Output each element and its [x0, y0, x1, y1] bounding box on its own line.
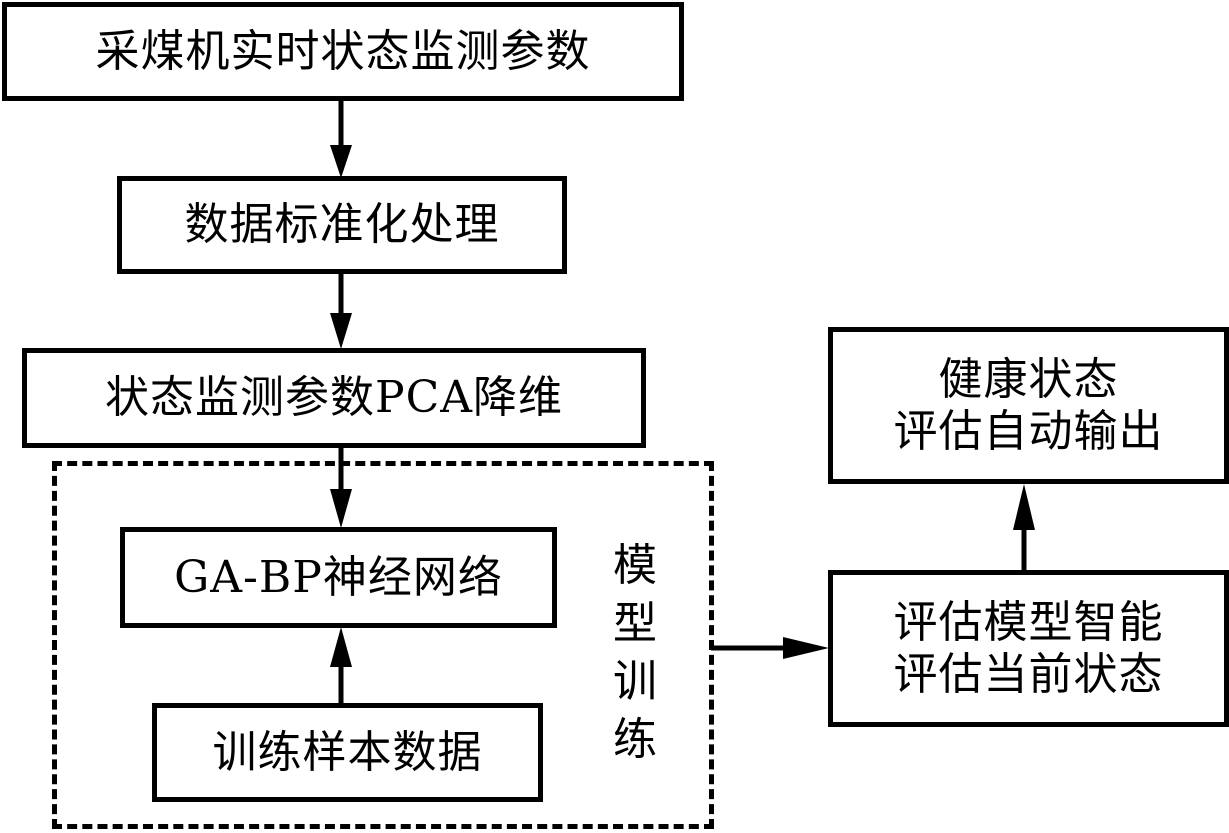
- node-gabp: GA-BP神经网络: [120, 527, 557, 628]
- node-training-data: 训练样本数据: [152, 703, 543, 802]
- arrow-monitoring-to-standardization: [330, 100, 352, 178]
- node-pca-label: 状态监测参数PCA降维: [104, 372, 564, 424]
- model-training-char: 模: [613, 540, 657, 591]
- node-evaluate-line: 评估当前状态: [893, 648, 1164, 700]
- node-monitoring-params: 采煤机实时状态监测参数: [2, 2, 684, 101]
- node-training-data-label: 训练样本数据: [212, 726, 483, 778]
- arrow-training-group-to-evaluate: [711, 637, 829, 659]
- arrow-pca-to-gabp: [330, 446, 352, 528]
- node-evaluate-line: 评估模型智能: [893, 596, 1164, 648]
- arrow-training-to-gabp: [330, 627, 352, 703]
- node-output: 健康状态 评估自动输出: [828, 327, 1229, 484]
- node-standardization: 数据标准化处理: [117, 176, 567, 274]
- node-evaluate: 评估模型智能 评估当前状态: [828, 570, 1229, 727]
- node-standardization-label: 数据标准化处理: [184, 199, 500, 251]
- arrow-evaluate-to-output: [1013, 484, 1035, 571]
- model-training-char: 型: [613, 598, 657, 649]
- arrow-standardization-to-pca: [330, 272, 352, 349]
- model-training-label: 模 型 训 练: [610, 537, 660, 769]
- model-training-group: [52, 461, 714, 829]
- node-output-line: 评估自动输出: [893, 405, 1164, 457]
- node-output-line: 健康状态: [938, 353, 1119, 405]
- node-monitoring-params-label: 采煤机实时状态监测参数: [95, 25, 591, 77]
- node-pca: 状态监测参数PCA降维: [22, 348, 646, 448]
- model-training-char: 练: [613, 714, 657, 765]
- model-training-char: 训: [613, 656, 657, 707]
- node-gabp-label: GA-BP神经网络: [174, 551, 503, 603]
